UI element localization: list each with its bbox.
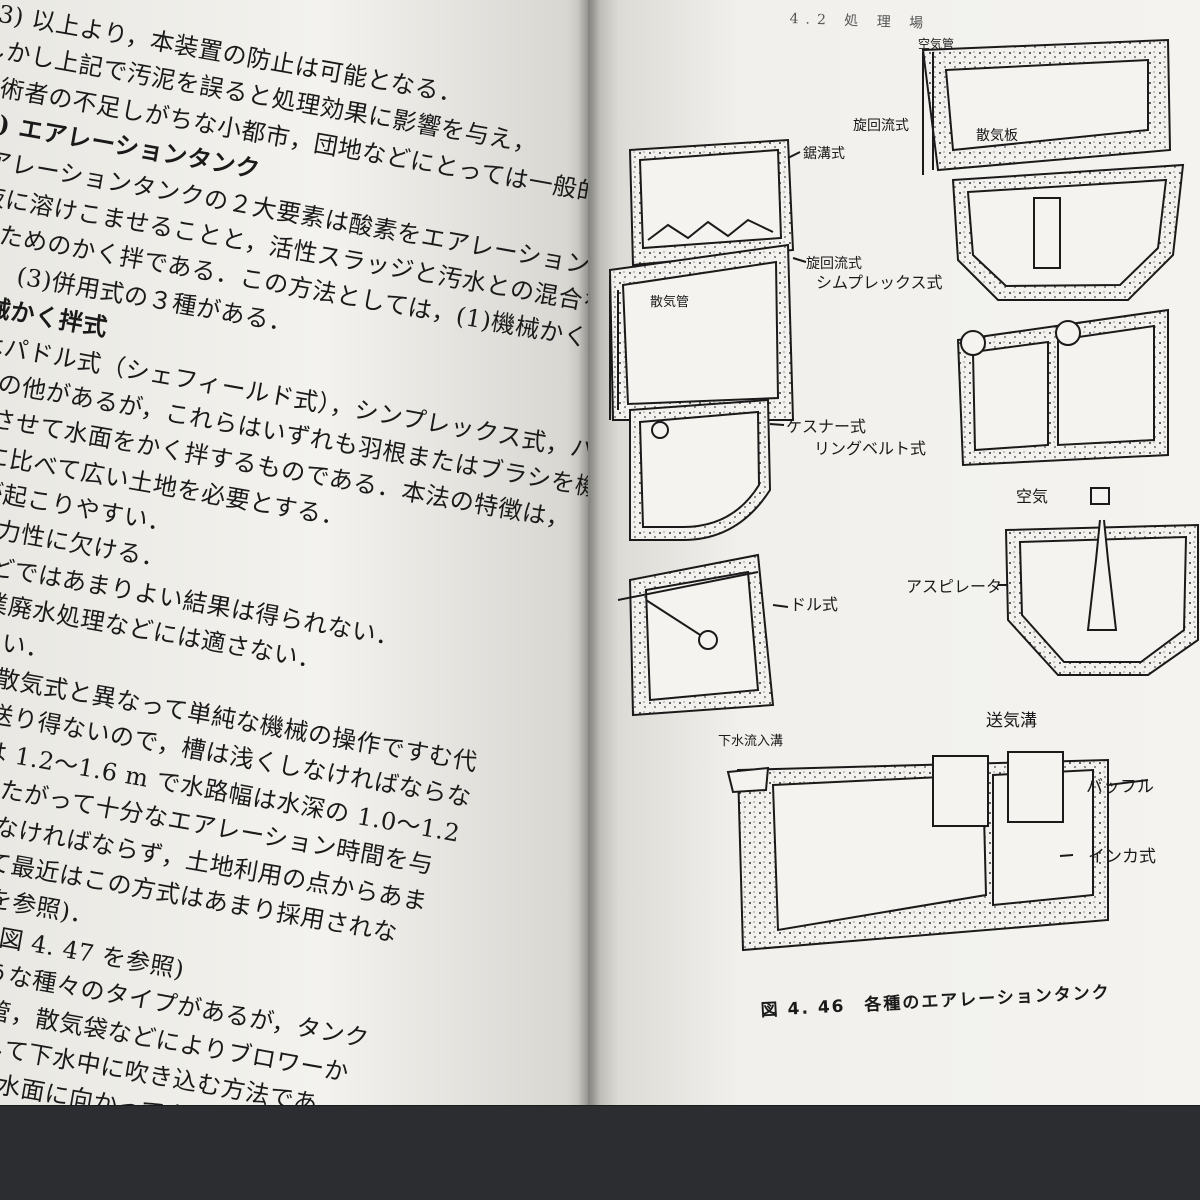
left-page: (3) 以上より，本装置の防止は可能となる．しかし上記で汚泥を誤ると処理効果に影… — [0, 0, 590, 1105]
label-air-pipe: 空気管 — [918, 36, 954, 51]
label-aspirator: アスピレータ — [906, 577, 1002, 596]
label-diffuser-pipe: 散気管 — [650, 294, 689, 310]
book-gutter — [578, 0, 600, 1105]
label-paddle: ドル式 — [790, 595, 838, 614]
label-kessner: ケスナー式 — [786, 417, 866, 436]
label-air: 空気 — [1016, 487, 1048, 506]
label-baffle: バッフル — [1086, 777, 1154, 797]
figure-aeration-tanks: 空気管 旋回流式 散気板 鋸溝式 旋回流式 散気管 シムプレックス式 ケスナー式… — [588, 0, 1200, 1105]
label-diffuser-plate: 散気板 — [976, 128, 1018, 144]
label-inka: インカ式 — [1088, 847, 1156, 867]
left-page-body-text: (3) 以上より，本装置の防止は可能となる．しかし上記で汚泥を誤ると処理効果に影… — [0, 0, 590, 1105]
label-simplex: シムプレックス式 — [816, 273, 943, 292]
label-swirl-1: 旋回流式 — [853, 118, 909, 134]
label-sewage-inlet: 下水流入溝 — [718, 734, 783, 749]
book-cover-edge — [0, 1100, 1200, 1200]
label-air-channel: 送気溝 — [986, 711, 1037, 731]
label-swirl-2: 旋回流式 — [806, 256, 862, 272]
label-sawtooth: 鋸溝式 — [803, 146, 845, 162]
aeration-tank-diagrams: 空気管 旋回流式 散気板 鋸溝式 旋回流式 散気管 シムプレックス式 ケスナー式… — [608, 36, 1199, 952]
diagram-labels: 空気管 旋回流式 散気板 鋸溝式 旋回流式 散気管 シムプレックス式 ケスナー式… — [650, 36, 1156, 867]
label-ringbelt: リングベルト式 — [814, 439, 926, 458]
